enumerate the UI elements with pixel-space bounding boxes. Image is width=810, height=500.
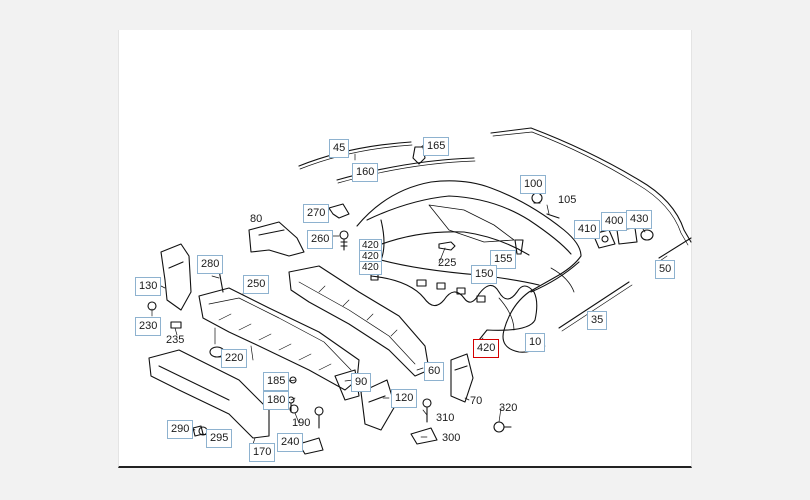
- bracket-300[interactable]: [410, 427, 438, 445]
- bolt-310[interactable]: [422, 398, 432, 423]
- part-label-320[interactable]: 320: [499, 402, 518, 414]
- clip-105[interactable]: [546, 213, 560, 219]
- part-label-230[interactable]: 230: [135, 317, 162, 336]
- part-label-225[interactable]: 225: [438, 257, 457, 269]
- wiring-harness[interactable]: [370, 269, 538, 341]
- part-label-260[interactable]: 260: [307, 230, 334, 249]
- part-label-105[interactable]: 105: [558, 194, 577, 206]
- parking-sensor-410[interactable]: [592, 229, 616, 249]
- grommet-430[interactable]: [640, 229, 654, 241]
- bumper-cover[interactable]: [356, 180, 582, 353]
- part-label-220[interactable]: 220: [221, 349, 248, 368]
- part-label-190[interactable]: 190: [292, 417, 311, 429]
- trim-strip-50[interactable]: [490, 127, 692, 243]
- part-label-400[interactable]: 400: [601, 212, 628, 231]
- bracket-120[interactable]: [360, 379, 396, 431]
- part-label-155[interactable]: 155: [490, 250, 517, 269]
- part-label-50[interactable]: 50: [655, 260, 676, 279]
- pin-225[interactable]: [438, 241, 456, 251]
- washer-185[interactable]: [289, 376, 297, 384]
- part-label-420-group-3[interactable]: 420: [359, 261, 382, 275]
- part-label-185[interactable]: 185: [263, 372, 290, 391]
- bracket-80[interactable]: [248, 221, 305, 257]
- clip-165[interactable]: [412, 146, 426, 165]
- part-label-295[interactable]: 295: [206, 429, 233, 448]
- part-label-90[interactable]: 90: [351, 373, 372, 392]
- part-label-290[interactable]: 290: [167, 420, 194, 439]
- part-label-180[interactable]: 180: [263, 391, 290, 410]
- reflector-strip-35[interactable]: [558, 281, 630, 329]
- part-label-10[interactable]: 10: [525, 333, 546, 352]
- washer-190[interactable]: [289, 404, 299, 414]
- part-label-420-group-2[interactable]: 420: [359, 250, 382, 264]
- part-label-310[interactable]: 310: [436, 412, 455, 424]
- bracket-130[interactable]: [160, 243, 192, 311]
- clip-100[interactable]: [531, 192, 543, 204]
- guide-70[interactable]: [450, 353, 474, 403]
- plug-320[interactable]: [493, 421, 512, 433]
- bolt-240[interactable]: [314, 406, 324, 429]
- part-label-250[interactable]: 250: [243, 275, 270, 294]
- part-label-420-selected[interactable]: 420: [473, 339, 500, 358]
- part-label-45[interactable]: 45: [329, 139, 350, 158]
- part-label-120[interactable]: 120: [391, 389, 418, 408]
- part-label-130[interactable]: 130: [135, 277, 162, 296]
- part-label-35[interactable]: 35: [587, 311, 608, 330]
- part-label-70[interactable]: 70: [470, 395, 483, 407]
- nut-290[interactable]: [192, 425, 204, 437]
- stud-155[interactable]: [514, 239, 524, 255]
- part-label-430[interactable]: 430: [626, 210, 653, 229]
- part-label-150[interactable]: 150: [471, 265, 498, 284]
- bumper-reinforcement[interactable]: [288, 265, 430, 377]
- part-label-280[interactable]: 280: [197, 255, 224, 274]
- bumper-exploded-view: [147, 127, 692, 455]
- part-label-170[interactable]: 170: [249, 443, 276, 462]
- part-label-165[interactable]: 165: [423, 137, 450, 156]
- part-label-60[interactable]: 60: [424, 362, 445, 381]
- clip-270[interactable]: [328, 203, 350, 219]
- clip-235[interactable]: [170, 321, 182, 329]
- part-label-410[interactable]: 410: [574, 220, 601, 239]
- part-label-235[interactable]: 235: [166, 334, 185, 346]
- part-label-240[interactable]: 240: [277, 433, 304, 452]
- part-label-300[interactable]: 300: [442, 432, 461, 444]
- part-label-160[interactable]: 160: [352, 163, 379, 182]
- bracket-90[interactable]: [334, 369, 360, 401]
- screw-260[interactable]: [339, 230, 349, 251]
- part-label-80[interactable]: 80: [250, 213, 263, 225]
- part-label-270[interactable]: 270: [303, 204, 330, 223]
- parts-diagram-panel: 45 165 160 100 105 270 80 260 420 420 42…: [118, 30, 692, 468]
- bracket-170[interactable]: [148, 349, 270, 439]
- trim-strip-45[interactable]: [298, 141, 412, 167]
- part-label-100[interactable]: 100: [520, 175, 547, 194]
